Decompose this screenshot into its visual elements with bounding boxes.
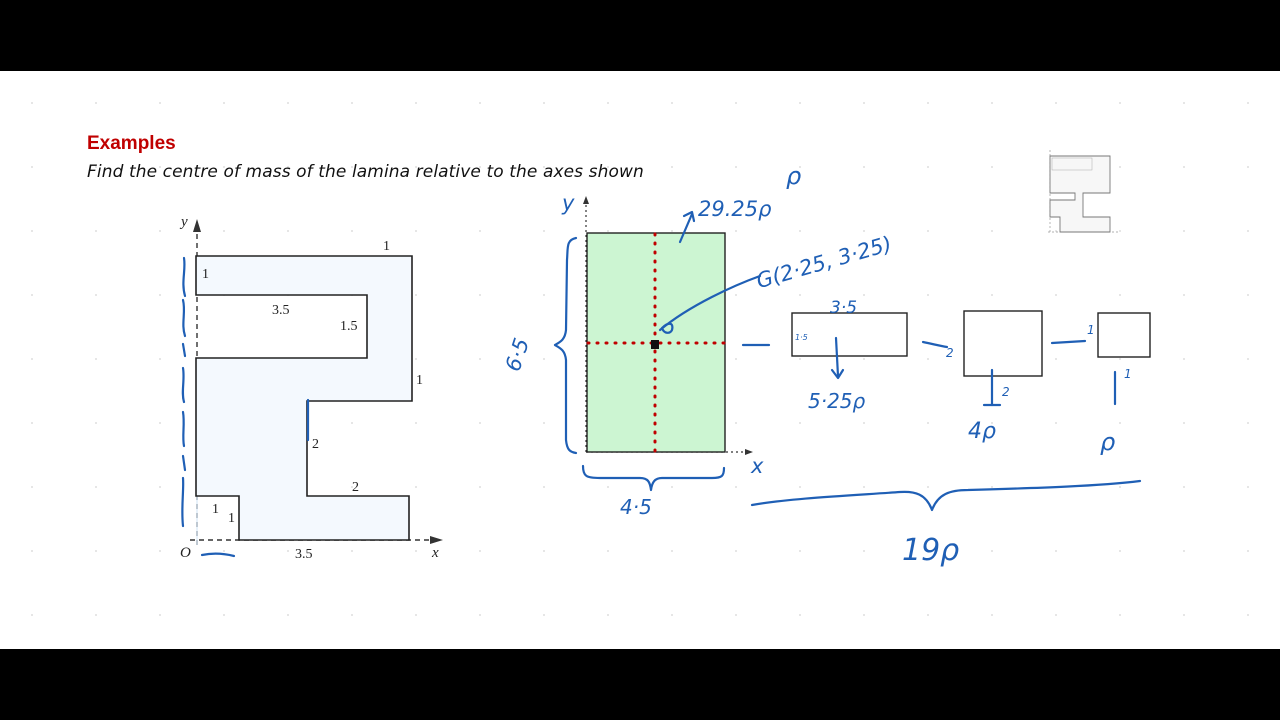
rect-y-label: y	[561, 191, 575, 215]
foot-side-label: 1	[1087, 323, 1095, 337]
notch-mass-label: 4ρ	[968, 419, 996, 444]
y-axis-arrow	[193, 219, 201, 232]
foot-mass-label: ρ	[1100, 428, 1115, 456]
foot-rectangle	[1097, 312, 1151, 358]
dim-notch-width: 2	[352, 480, 359, 495]
ink-strokes	[553, 210, 1142, 512]
dim-right: 1	[416, 373, 423, 388]
notch-side-label: 2	[946, 346, 954, 360]
dim-foot-width: 1	[212, 502, 219, 517]
slot-mass-label: 5·25ρ	[808, 389, 866, 413]
slot-rectangle	[791, 312, 908, 357]
slide-heading: Examples	[87, 133, 176, 154]
x-axis-arrow	[430, 536, 443, 544]
lamina-thumbnail	[1048, 148, 1120, 233]
foot-area-label: 1	[1124, 367, 1132, 381]
origin-label: O	[180, 545, 191, 561]
slot-width-label: 3·5	[830, 298, 857, 318]
centroid-marker	[651, 340, 659, 349]
rho-note: ρ	[786, 162, 801, 190]
dim-foot-height: 1	[228, 511, 235, 526]
notch-rectangle	[963, 310, 1043, 377]
dim-notch-height: 2	[312, 437, 319, 452]
dim-slot-width: 3.5	[272, 303, 290, 318]
big-mass-label: 29.25ρ	[698, 197, 772, 221]
width-label: 4·5	[620, 495, 652, 519]
highlight-strokes	[181, 256, 310, 558]
notch-area-label: 2	[1002, 385, 1010, 399]
rect-x-label: x	[750, 454, 764, 478]
x-axis-label: x	[431, 545, 439, 561]
slot-height-label: 1·5	[795, 333, 808, 342]
dim-slot-height: 1.5	[340, 319, 358, 334]
rectangle-diagram	[583, 196, 753, 455]
dim-left-top: 1	[202, 267, 209, 282]
slide-subtitle: Find the centre of mass of the lamina re…	[87, 162, 644, 182]
total-mass-label: 19ρ	[902, 533, 959, 568]
y-axis-label: y	[179, 214, 188, 230]
height-label: 6·5	[501, 335, 534, 374]
dim-top: 1	[383, 239, 390, 254]
centroid-label: G(2·25, 3·25)	[754, 232, 895, 294]
lamina-figure: O x y 1 1 3.5 1.5 1 2 2 1 1 3.5	[179, 214, 443, 562]
dim-bottom: 3.5	[295, 547, 313, 562]
lamina-outline	[195, 255, 413, 541]
